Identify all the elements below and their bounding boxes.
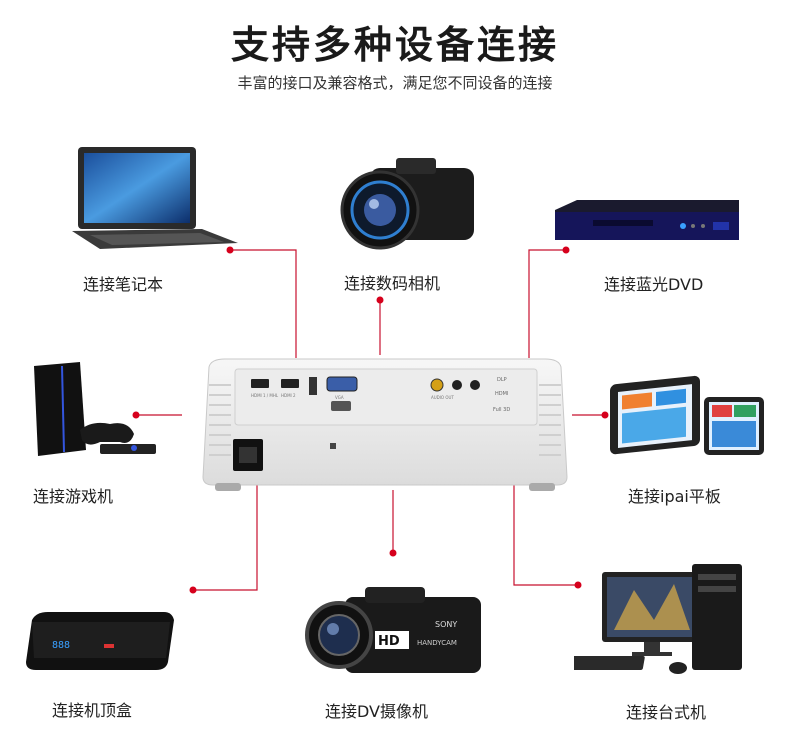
dlp-badge: DLP [497, 377, 507, 383]
dot-settopbox [189, 586, 197, 594]
dot-desktop [574, 581, 582, 589]
dot-laptop [226, 246, 234, 254]
line-laptop [230, 249, 297, 358]
game-console-image [34, 362, 156, 456]
dot-console [132, 411, 140, 419]
port-audio-label: AUDIO OUT [431, 395, 454, 400]
port-hdmi2-label: HDMI 2 [281, 393, 296, 398]
set-top-box-image: 888 [26, 612, 174, 670]
line-dvd [528, 249, 566, 358]
svg-text:888: 888 [52, 640, 70, 651]
port-hdmi1-label: HDMI 1 / MHL [251, 393, 279, 398]
label-tablet: 连接ipai平板 [628, 487, 721, 506]
page-title: 支持多种设备连接 [230, 23, 559, 67]
full3d-badge: Full 3D [493, 407, 510, 413]
dvd-player-image [555, 200, 739, 240]
line-settopbox [193, 485, 258, 591]
tablet-image [610, 375, 764, 455]
page-subtitle: 丰富的接口及兼容格式，满足您不同设备的连接 [237, 74, 553, 92]
dot-tablet [601, 411, 609, 419]
projector-image: HDMI 1 / MHL HDMI 2 VGA AUDIO OUT DLP HD… [202, 358, 568, 491]
label-desktop: 连接台式机 [626, 703, 707, 722]
port-vga-label: VGA [335, 395, 344, 400]
dot-camcorder [389, 549, 397, 557]
label-laptop: 连接笔记本 [83, 275, 164, 294]
line-desktop [513, 485, 578, 586]
label-settopbox: 连接机顶盒 [52, 701, 133, 720]
camcorder-hd-label: HD [378, 634, 400, 649]
camera-image [340, 158, 474, 250]
label-camcorder: 连接DV摄像机 [325, 702, 428, 721]
label-camera: 连接数码相机 [344, 274, 441, 293]
camcorder-sony-label: SONY [435, 620, 457, 629]
desktop-pc-image [574, 564, 742, 674]
dot-dvd [562, 246, 570, 254]
hdmi-badge: HDMI [495, 391, 508, 397]
dot-camera [376, 296, 384, 304]
label-dvd: 连接蓝光DVD [604, 275, 704, 294]
camcorder-image: HD SONY HANDYCAM [305, 587, 481, 673]
laptop-image [72, 147, 238, 249]
camcorder-handycam-label: HANDYCAM [417, 639, 457, 647]
label-console: 连接游戏机 [33, 487, 114, 506]
